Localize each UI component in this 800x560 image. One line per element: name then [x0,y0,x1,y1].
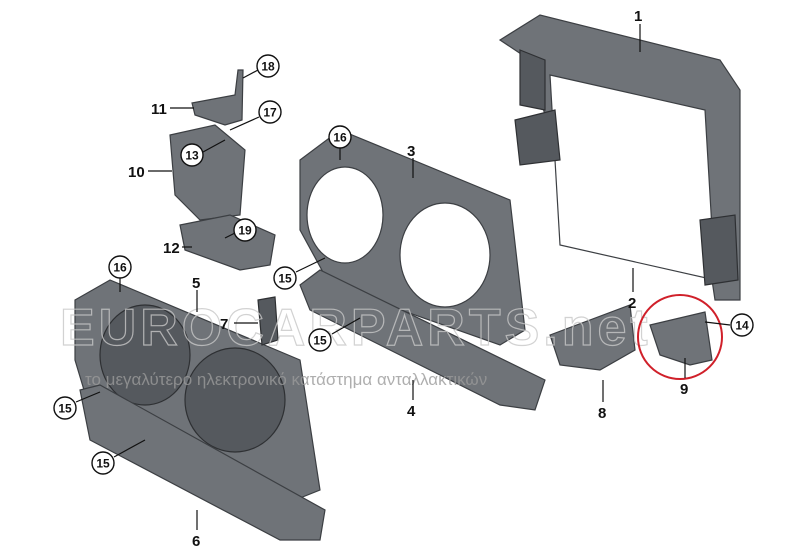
label-text: 18 [261,60,275,74]
callout-16: 16 [108,255,132,279]
callout-circle [256,54,280,78]
callout-circle [258,100,282,124]
callout-15: 15 [308,328,332,352]
label-11: 11 [151,101,167,118]
diagram-shape [113,439,146,458]
label-text: 15 [96,457,110,471]
part-11 [191,69,244,126]
callout-labels: 13 14 15 15 15 15 16 16 17 18 19 [53,54,754,475]
label-2: 2 [628,295,636,312]
callout-circle [273,266,297,290]
diagram-shape [514,109,561,166]
watermark: EUROCARPARTS.net το μεγαλύτερο ηλεκτρονι… [59,298,652,389]
diagram-shape [704,321,731,326]
diagram-shape [224,232,236,239]
diagram-shape [519,49,546,111]
part-radiator-frame [498,14,741,301]
label-3: 3 [407,143,415,160]
callout-13: 13 [180,143,204,167]
part-8 [549,304,636,371]
callout-circle [233,218,257,242]
callout-16: 16 [328,125,352,149]
label-12: 12 [163,240,180,257]
label-text: 15 [278,272,292,286]
diagram-shape [184,347,286,453]
label-7: 7 [220,316,228,333]
label-text: 15 [313,334,327,348]
label-text: 16 [113,261,127,275]
callout-17: 17 [258,100,282,124]
callout-15: 15 [91,451,115,475]
part-10 [169,124,246,221]
diagram-shape [331,317,361,335]
callout-circle [180,143,204,167]
part-lower-duct [79,384,326,541]
label-text: 19 [238,224,252,238]
diagram-shape [229,116,260,131]
callout-circle [108,255,132,279]
callout-18: 18 [256,54,280,78]
label-text: EUROCARPARTS.net [60,299,652,357]
callout-15: 15 [53,396,77,420]
diagram-shape [99,304,191,406]
diagram-shape [306,166,384,264]
label-5: 5 [192,275,200,292]
diagram-shape [299,269,546,411]
label-8: 8 [598,405,606,422]
callout-circle [308,328,332,352]
part-grille-frame [74,279,321,501]
callout-circle [328,125,352,149]
callout-circle [91,451,115,475]
label-text: 13 [185,149,199,163]
callout-15: 15 [273,266,297,290]
label-text: 17 [263,106,277,120]
diagram-shape [295,257,326,273]
label-text: 14 [735,319,749,333]
label-4: 4 [407,403,416,420]
callout-circle [730,313,754,337]
callout-14: 14 [730,313,754,337]
diagram-shape [202,139,226,153]
callout-19: 19 [233,218,257,242]
label-9: 9 [680,381,688,398]
diagram-shape [699,214,739,286]
label-6: 6 [192,533,200,550]
diagram-shape [75,391,101,403]
part-7 [257,296,279,346]
label-1: 1 [634,8,642,25]
highlight-circle [637,294,723,380]
label-text: 16 [333,131,347,145]
label-text: 15 [58,402,72,416]
part-air-duct-lower [299,269,546,411]
diagram-shape [242,69,259,79]
part-9 [649,311,713,366]
callout-circle [53,396,77,420]
diagram-shape [399,202,491,308]
label-10: 10 [128,164,145,181]
leader-lines [75,24,731,530]
diagram-shape [79,384,326,541]
label-text: το μεγαλύτερο ηλεκτρονικό κατάστημα αντα… [85,370,487,389]
part-12 [179,214,276,271]
part-number-labels: 1 2 3 4 5 6 7 8 9 10 11 12 [128,8,688,550]
